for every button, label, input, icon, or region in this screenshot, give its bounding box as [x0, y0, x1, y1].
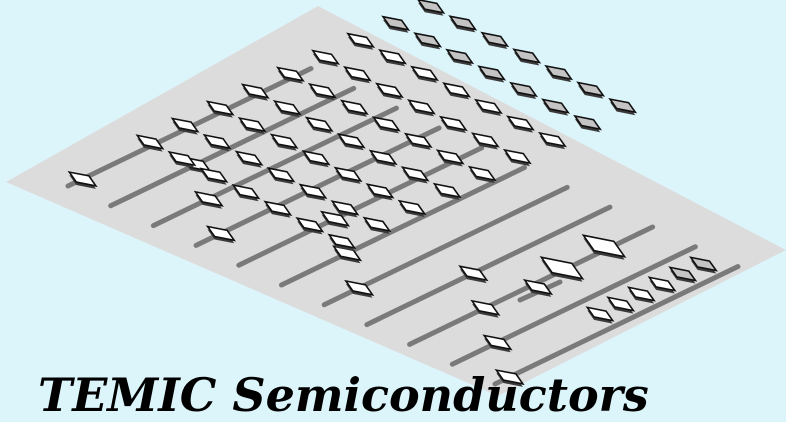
grid-knob-4-9 [514, 49, 539, 62]
grid-knob-3-9 [482, 33, 507, 46]
grid-knob-6-9 [578, 83, 603, 96]
grid-knob-6-8 [543, 100, 568, 113]
grid-knob-5-8 [511, 83, 536, 96]
grid-knob-1-8 [383, 17, 408, 30]
grid-knob-7-9 [610, 99, 635, 112]
grid-knob-1-9 [418, 0, 443, 13]
grid-knob-2-9 [450, 16, 475, 29]
grid-knob-4-8 [479, 66, 504, 79]
grid-knob-5-9 [546, 66, 571, 79]
grid-knob-3-8 [447, 50, 472, 63]
grid-knob-7-8 [575, 116, 600, 129]
grid-knob-2-8 [415, 33, 440, 46]
caption-text: TEMIC Semiconductors [38, 372, 649, 418]
mixing-console-illustration [0, 0, 786, 396]
